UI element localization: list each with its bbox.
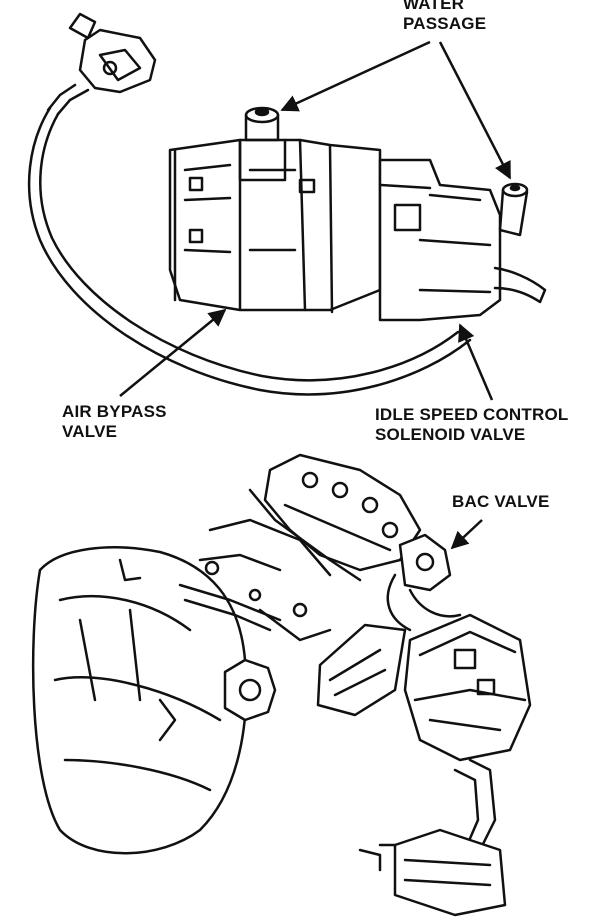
label-water-passage: WATER PASSAGE [403,0,486,34]
solenoid-valve-body [378,158,502,322]
callout-arrows-top [119,40,512,401]
label-idle-speed-line-2: SOLENOID VALVE [375,425,526,444]
throttle-body [403,613,532,762]
electrical-connector [46,12,157,116]
label-idle-speed-line-1: IDLE SPEED CONTROL [375,405,569,424]
label-air-bypass-valve: AIR BYPASS VALVE [62,402,167,442]
arrow-water-passage-right [438,41,512,180]
arrow-bac-valve [450,519,483,550]
plenum-chamber [316,623,407,717]
arrow-air-bypass [119,308,227,397]
label-water-passage-line-1: WATER [403,0,465,13]
bac-valve-assembly [386,533,462,632]
throttle-linkage [178,518,332,642]
arrow-water-passage-left [280,40,431,112]
engine-block [31,546,248,855]
label-air-bypass-line-1: AIR BYPASS [62,402,167,421]
engine-pulley [223,658,277,722]
intake-manifold [248,453,422,582]
label-water-passage-line-2: PASSAGE [403,14,487,33]
arrow-idle-speed [458,323,494,401]
valve-assembly-illustration [27,12,547,396]
air-cleaner-box [358,828,507,917]
intake-duct [453,758,497,852]
engine-assembly-illustration [31,453,532,917]
label-idle-speed-control: IDLE SPEED CONTROL SOLENOID VALVE [375,405,568,445]
callout-arrows-bottom [450,519,483,550]
label-bac-valve: BAC VALVE [452,492,550,511]
wire-harness [27,106,472,396]
water-outlet-nozzle [498,182,529,237]
air-bypass-valve-body [168,138,382,314]
label-air-bypass-line-2: VALVE [62,422,118,441]
water-inlet-nozzle [238,106,287,182]
outlet-hose [493,266,547,304]
